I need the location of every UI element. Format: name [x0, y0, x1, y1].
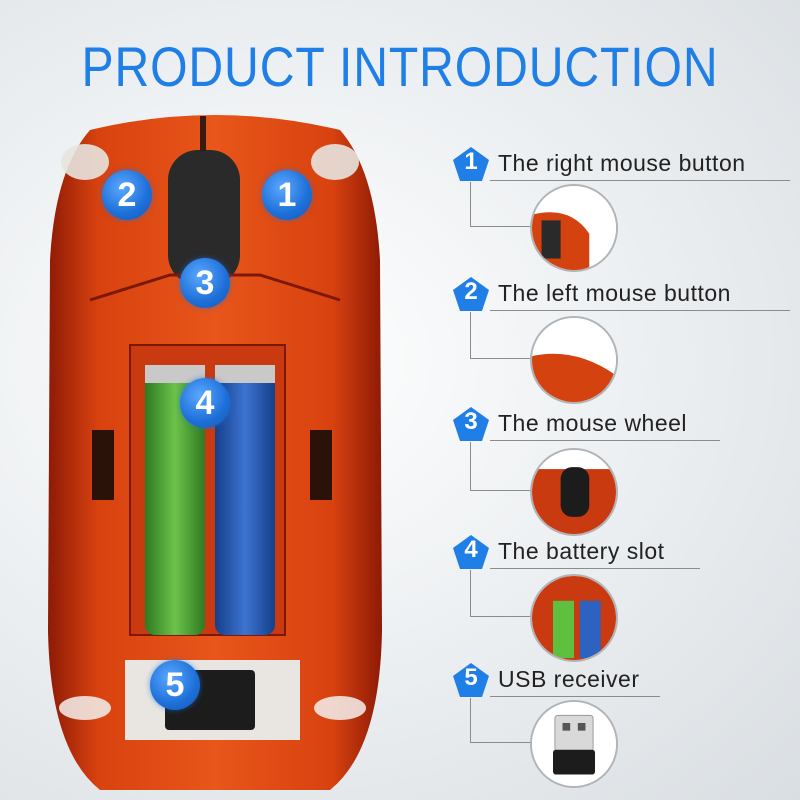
- divider-line: [490, 310, 790, 311]
- marker-usb-receiver: 5: [150, 660, 200, 710]
- car-mouse-photo: [30, 110, 400, 800]
- feature-battery-slot: 4 The battery slot: [452, 534, 792, 570]
- connector-line: [470, 358, 530, 359]
- connector-line: [470, 742, 530, 743]
- thumbnail-battery-slot: [530, 574, 618, 662]
- feature-label: The right mouse button: [498, 150, 746, 176]
- pentagon-badge-icon: [452, 406, 490, 442]
- connector-line: [470, 570, 471, 616]
- connector-line: [470, 226, 530, 227]
- pentagon-badge-icon: [452, 662, 490, 698]
- connector-line: [470, 312, 471, 358]
- feature-left-button: 2 The left mouse button: [452, 276, 792, 312]
- marker-left-button: 2: [102, 170, 152, 220]
- connector-line: [470, 490, 530, 491]
- divider-line: [490, 440, 720, 441]
- thumbnail-mouse-wheel: [530, 448, 618, 536]
- connector-line: [470, 442, 471, 490]
- feature-right-button: 1 The right mouse button: [452, 146, 792, 182]
- marker-mouse-wheel: 3: [180, 258, 230, 308]
- thumbnail-left-button: [530, 316, 618, 404]
- marker-right-button: 1: [262, 170, 312, 220]
- feature-label: The battery slot: [498, 538, 665, 564]
- pentagon-badge-icon: [452, 146, 490, 182]
- divider-line: [490, 180, 790, 181]
- pentagon-badge-icon: [452, 534, 490, 570]
- feature-label: The left mouse button: [498, 280, 731, 306]
- feature-label: The mouse wheel: [498, 410, 688, 436]
- connector-line: [470, 182, 471, 226]
- page-title: PRODUCT INTRODUCTION: [81, 35, 719, 98]
- connector-line: [470, 616, 530, 617]
- feature-label: USB receiver: [498, 666, 640, 692]
- feature-mouse-wheel: 3 The mouse wheel: [452, 406, 792, 442]
- feature-usb-receiver: 5 USB receiver: [452, 662, 792, 698]
- thumbnail-usb-receiver: [530, 700, 618, 788]
- thumbnail-right-button: [530, 184, 618, 272]
- divider-line: [490, 696, 660, 697]
- pentagon-badge-icon: [452, 276, 490, 312]
- connector-line: [470, 698, 471, 742]
- divider-line: [490, 568, 700, 569]
- marker-battery-slot: 4: [180, 378, 230, 428]
